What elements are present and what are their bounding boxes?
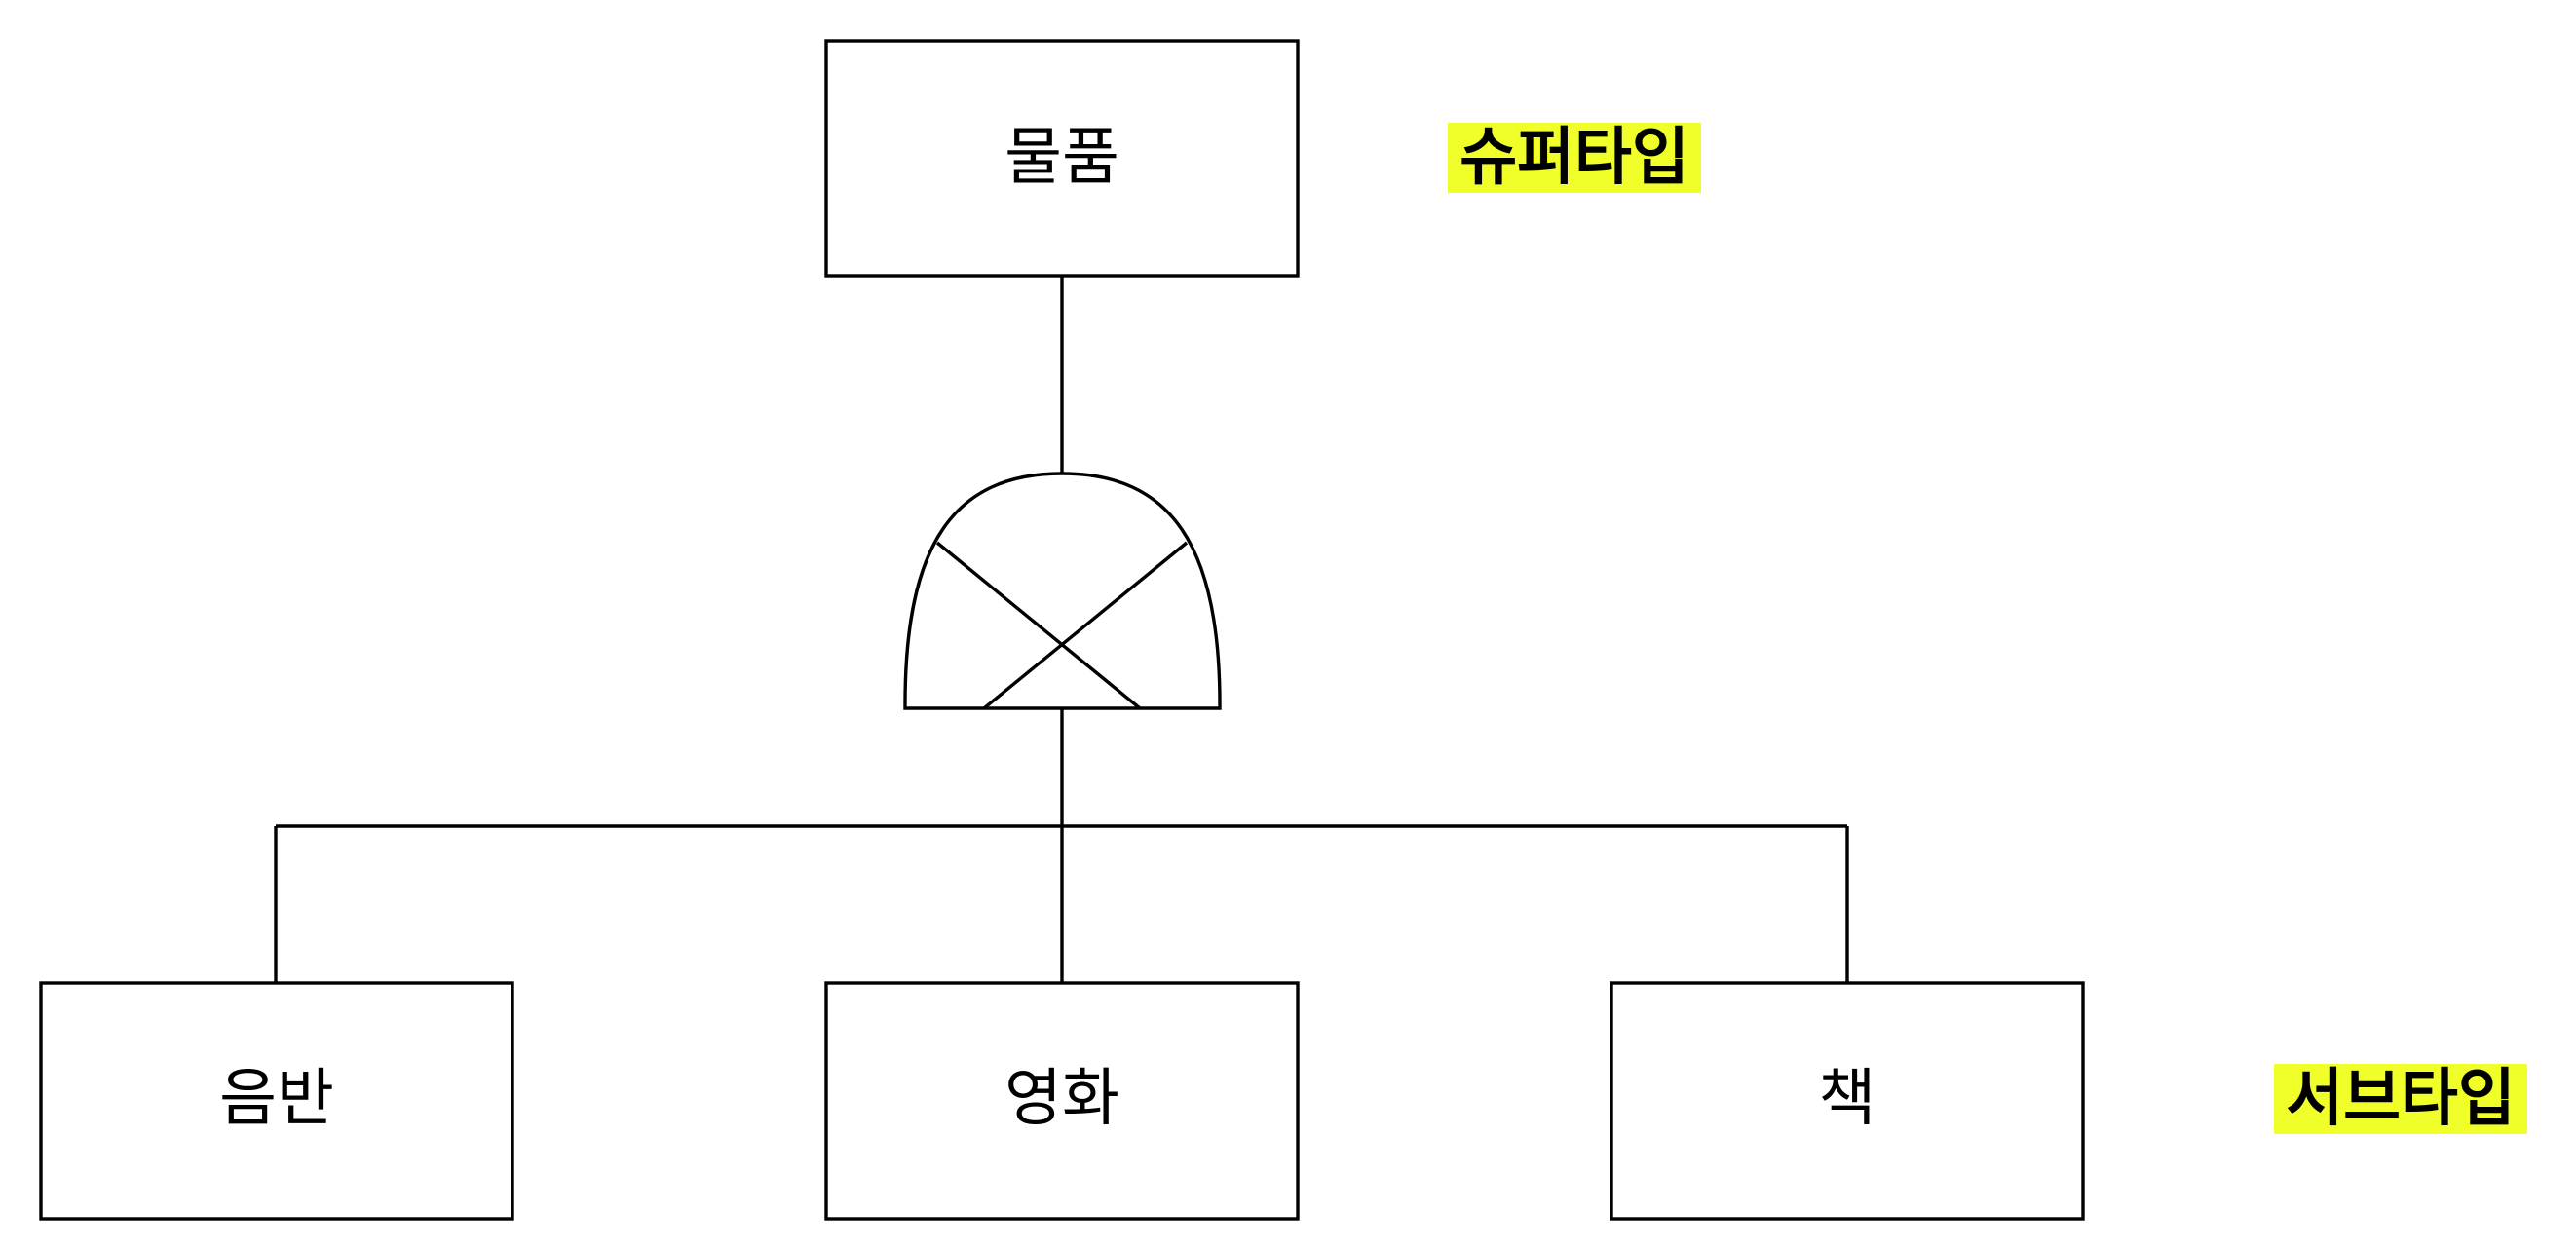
- subtype-tag: 서브타입: [2274, 1063, 2527, 1135]
- symbol-cross-line-1: [935, 541, 1142, 710]
- supertype-entity-box: [824, 39, 1300, 278]
- supertype-tag-label: 슈퍼타입: [1459, 122, 1689, 194]
- subtype-entity-box: [1610, 981, 2085, 1221]
- subtype-tag-label: 서브타입: [2286, 1063, 2516, 1135]
- subtype-entity-box: [824, 981, 1300, 1221]
- subtype-entity-label: 영화: [1004, 1063, 1119, 1135]
- subtype-entity-item: 음반: [39, 981, 514, 1221]
- subtype-entity-box: [39, 981, 514, 1221]
- supertype-entity-item: 물품: [824, 39, 1300, 278]
- subtype-entity-item: 영화: [824, 981, 1300, 1221]
- symbol-arc: [903, 472, 1222, 710]
- subtype-entity-label: 음반: [219, 1063, 334, 1135]
- supertype-entity-label: 물품: [1004, 122, 1119, 194]
- exclusive-subtype-symbol: [903, 472, 1222, 710]
- subtype-tag-highlight: [2274, 1064, 2527, 1134]
- subtype-entity-label: 책: [1819, 1063, 1876, 1135]
- subtype-entity-item: 책: [1610, 981, 2085, 1221]
- supertype-tag: 슈퍼타입: [1448, 122, 1701, 194]
- supertype-tag-highlight: [1448, 123, 1701, 193]
- symbol-cross-line-2: [982, 541, 1189, 710]
